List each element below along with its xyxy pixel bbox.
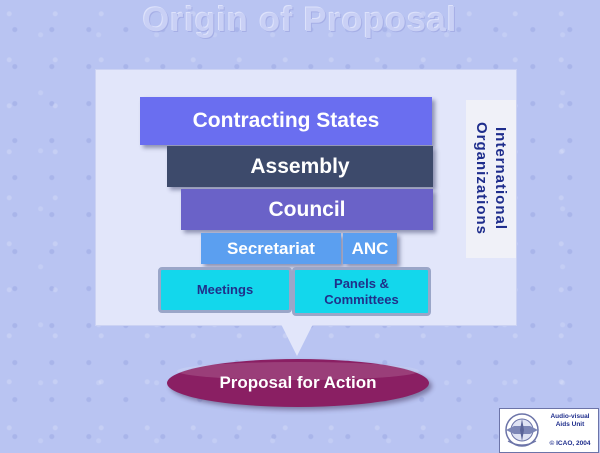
callout-pointer	[281, 324, 313, 356]
icao-emblem-icon	[505, 413, 539, 447]
panels-committees-label: Panels & Committees	[324, 275, 399, 307]
international-organizations-label: International Organizations	[473, 122, 509, 236]
badge-copyright: © ICAO, 2004	[549, 440, 591, 447]
anc-box: ANC	[343, 233, 397, 264]
secretariat-box: Secretariat	[201, 233, 341, 264]
badge-line-2: Aids Unit	[555, 421, 585, 428]
international-organizations-box: International Organizations	[466, 100, 516, 258]
council-box: Council	[181, 189, 433, 230]
panels-committees-box: Panels & Committees	[292, 267, 431, 316]
badge-line-1: Audio-visual	[550, 413, 590, 420]
slide-title: Origin of Proposal	[142, 1, 458, 39]
icao-badge: Audio-visual Aids Unit © ICAO, 2004	[499, 408, 599, 453]
assembly-box: Assembly	[167, 146, 433, 187]
contracting-states-box: Contracting States	[140, 97, 432, 145]
badge-unit-text: Audio-visual Aids Unit	[543, 413, 597, 429]
meetings-box: Meetings	[158, 267, 292, 313]
proposal-for-action-ellipse: Proposal for Action	[167, 359, 429, 407]
